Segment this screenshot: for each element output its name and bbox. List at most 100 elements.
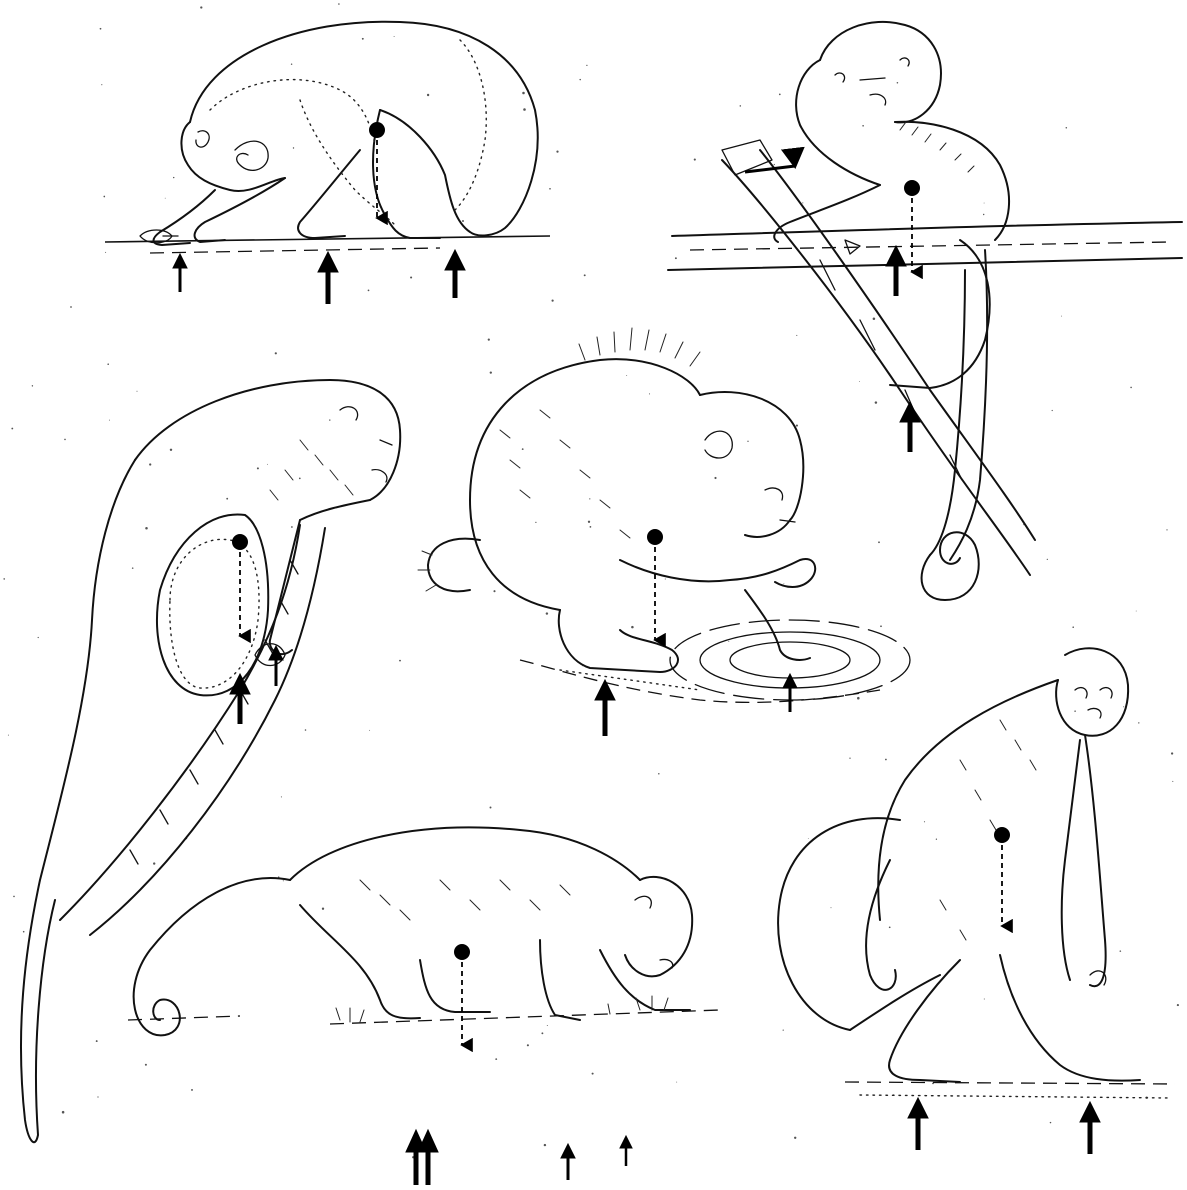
scan-speck (1166, 529, 1167, 530)
scan-speck (97, 1096, 98, 1097)
scan-speck (191, 1089, 193, 1091)
scan-speck (590, 526, 592, 528)
scan-speck (556, 150, 558, 152)
center-of-mass-dot (904, 180, 920, 196)
scan-speck (329, 419, 330, 420)
scan-speck (281, 796, 282, 797)
scan-speck (527, 1044, 529, 1046)
ground-line (845, 1082, 1175, 1084)
scan-speck (62, 1111, 65, 1114)
scan-speck (291, 526, 293, 528)
scan-speck (291, 63, 292, 64)
scan-speck (862, 125, 864, 127)
scan-speck (70, 306, 72, 308)
scan-speck (880, 625, 882, 627)
scan-speck (1171, 752, 1173, 754)
scan-speck (490, 807, 492, 809)
scan-speck (96, 1040, 98, 1042)
monkey-standing (778, 648, 1140, 1082)
support-arrow-head (318, 252, 338, 272)
scan-speck (936, 839, 937, 840)
scan-speck (103, 196, 105, 198)
scan-speck (137, 391, 138, 392)
scan-speck (549, 188, 551, 190)
scan-speck (592, 1073, 594, 1075)
scan-speck (275, 352, 277, 354)
scan-speck (495, 1058, 497, 1060)
ground-shadow-line (150, 248, 440, 253)
scan-speck (145, 527, 148, 530)
scan-speck (490, 371, 492, 373)
scan-speck (831, 907, 832, 908)
panel-crouch-feeding (105, 22, 550, 304)
scan-speck (1177, 1004, 1179, 1006)
panel-water-foraging (418, 328, 910, 736)
scan-speck (145, 1064, 147, 1066)
scan-speck (368, 290, 370, 292)
scan-speck (586, 65, 587, 66)
scan-speck (984, 998, 985, 999)
scan-speck (783, 583, 784, 584)
support-arrow-head (173, 254, 187, 268)
scan-speck (522, 92, 525, 95)
scan-speck (338, 3, 340, 5)
pulling-force-arrow (745, 166, 795, 172)
support-arrow-head (620, 1136, 632, 1148)
scan-speck (257, 467, 259, 469)
monkey-perched (774, 22, 1009, 600)
scan-speck (740, 105, 742, 107)
scan-speck (105, 252, 106, 253)
scan-speck (32, 385, 33, 386)
scan-speck (875, 401, 877, 403)
scan-speck (267, 464, 268, 465)
horizontal-branch (668, 222, 1182, 270)
support-arrow-head (783, 674, 797, 688)
scan-speck (796, 425, 798, 427)
scan-speck (1066, 127, 1068, 129)
scan-speck (589, 498, 590, 499)
scan-speck (546, 612, 548, 614)
panel-vertical-cling (21, 380, 400, 1142)
scan-speck (8, 735, 9, 736)
scan-speck (462, 220, 464, 222)
scan-speck (173, 177, 174, 178)
scan-speck (149, 463, 151, 465)
scan-speck (488, 339, 490, 341)
vertical-branch (60, 525, 325, 935)
ground-line (128, 1016, 240, 1020)
scan-speck (626, 375, 627, 376)
scan-speck (1138, 722, 1139, 723)
scan-speck (588, 521, 590, 523)
scan-speck (579, 79, 580, 80)
scan-speck (1130, 387, 1132, 389)
scan-speck (747, 441, 748, 442)
scan-speck (897, 82, 899, 84)
scan-speck (1052, 410, 1053, 411)
scan-speck (23, 931, 25, 933)
scan-speck (779, 94, 781, 96)
diagonal-branch (722, 140, 1035, 575)
scan-speck (1072, 626, 1074, 628)
scan-speck (808, 838, 809, 839)
scan-speck (802, 202, 803, 203)
scan-speck (399, 660, 401, 662)
scan-speck (665, 578, 666, 579)
scan-speck (859, 381, 860, 382)
scan-speck (544, 1144, 546, 1146)
support-arrow-head (908, 1098, 928, 1118)
support-force-arrows (595, 674, 797, 736)
scan-speck (924, 821, 925, 822)
scan-speck (584, 274, 586, 276)
scan-speck (783, 1029, 784, 1030)
support-arrow-head (445, 250, 465, 270)
scan-speck (728, 641, 729, 642)
center-of-mass-dot (994, 827, 1010, 843)
support-force-arrows (173, 250, 465, 304)
scan-speck (984, 203, 985, 204)
scan-speck (522, 448, 524, 450)
center-of-mass-dot (454, 944, 470, 960)
ground-shadow-line (860, 1095, 1170, 1098)
scan-speck (1123, 706, 1124, 707)
scan-speck (774, 164, 775, 165)
